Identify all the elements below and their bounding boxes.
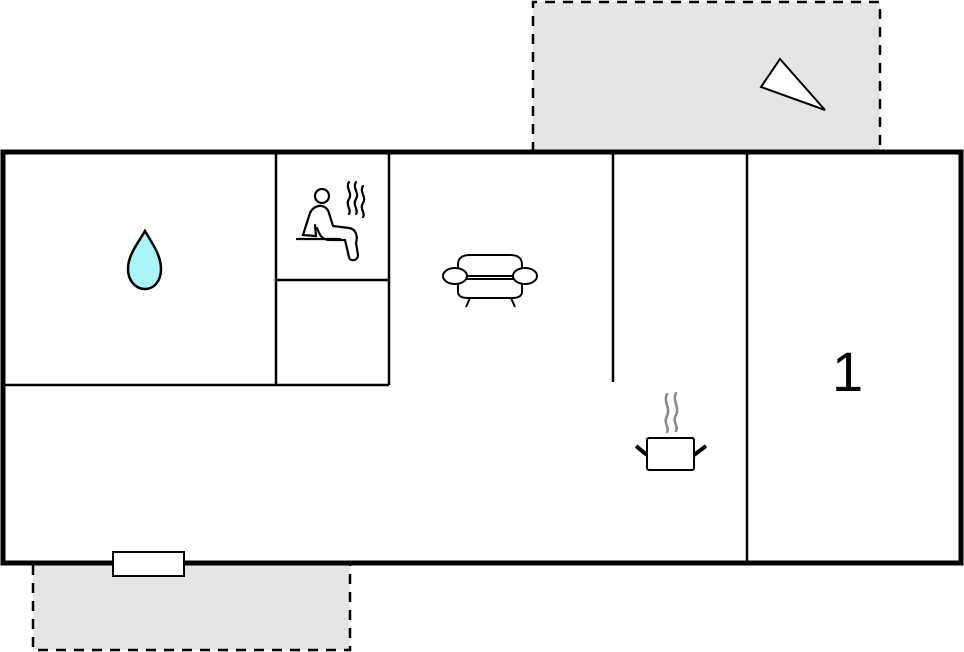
outer-wall xyxy=(0,149,964,566)
window xyxy=(112,551,185,577)
terrace-bottom xyxy=(31,565,352,652)
sauna-icon xyxy=(295,180,366,262)
interior-walls xyxy=(3,152,749,563)
terrace-top xyxy=(531,0,882,152)
sofa-icon xyxy=(442,254,538,308)
bedroom-number-label: 1 xyxy=(832,340,864,403)
water-drop-icon xyxy=(126,228,163,291)
cooking-pot-icon xyxy=(634,391,708,471)
compass-arrow-icon xyxy=(759,57,826,111)
